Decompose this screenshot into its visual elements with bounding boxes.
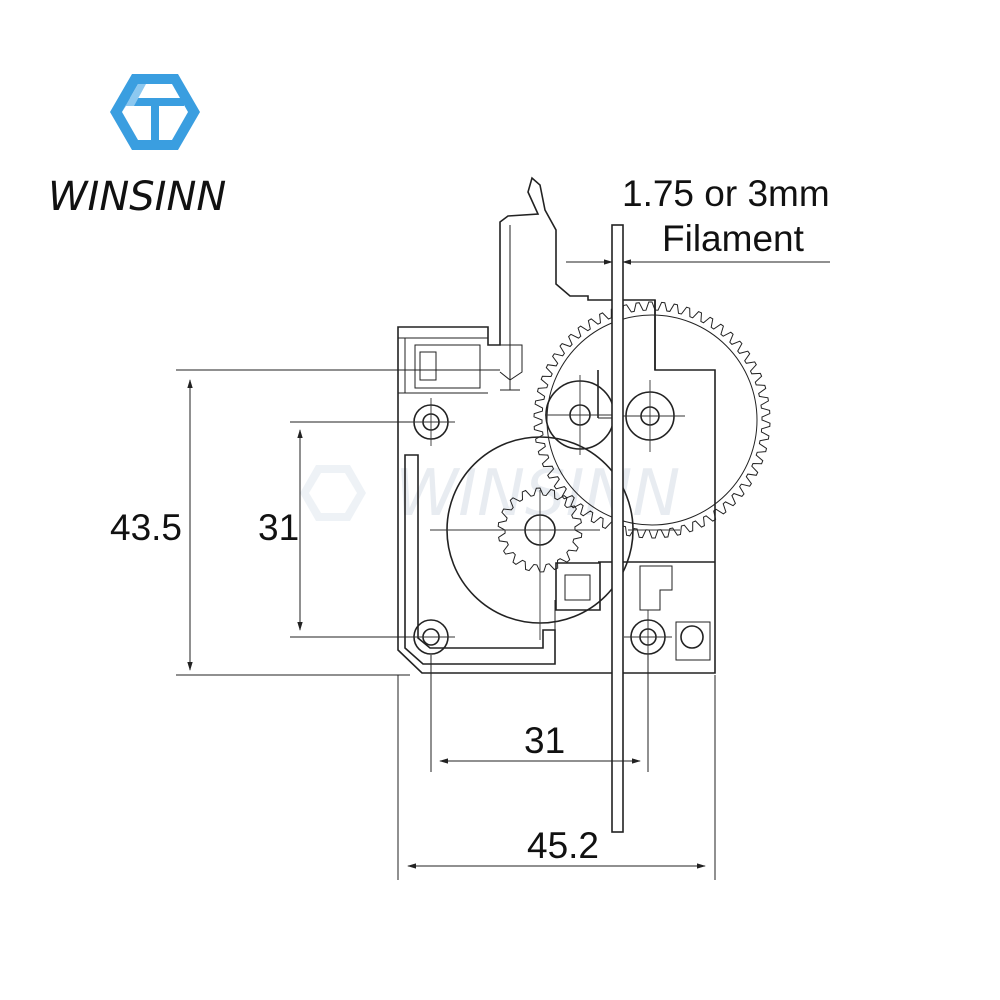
brand-name: WINSINN — [48, 174, 226, 220]
vertical-hole-spacing-dimension — [290, 421, 410, 638]
vertical-spacing-label: 31 — [258, 507, 299, 548]
horizontal-hole-spacing-dimension — [430, 655, 649, 772]
width-dimension — [397, 675, 716, 880]
horizontal-spacing-label: 31 — [524, 720, 565, 761]
filament-label-line1: 1.75 or 3mm — [622, 173, 830, 214]
height-dimension — [176, 369, 410, 676]
large-drive-gear — [533, 301, 771, 539]
watermark — [300, 465, 366, 521]
filament-label-line2: Filament — [662, 218, 805, 259]
watermark-text: WINSINN — [395, 457, 680, 531]
winsinn-logo-icon — [110, 74, 200, 150]
extruder-body — [397, 176, 716, 674]
overall-height-label: 43.5 — [110, 507, 182, 548]
large-gear-root-circle — [546, 314, 758, 526]
overall-width-label: 45.2 — [527, 825, 599, 866]
small-hole-right — [680, 625, 704, 649]
filament-strand — [611, 224, 624, 833]
